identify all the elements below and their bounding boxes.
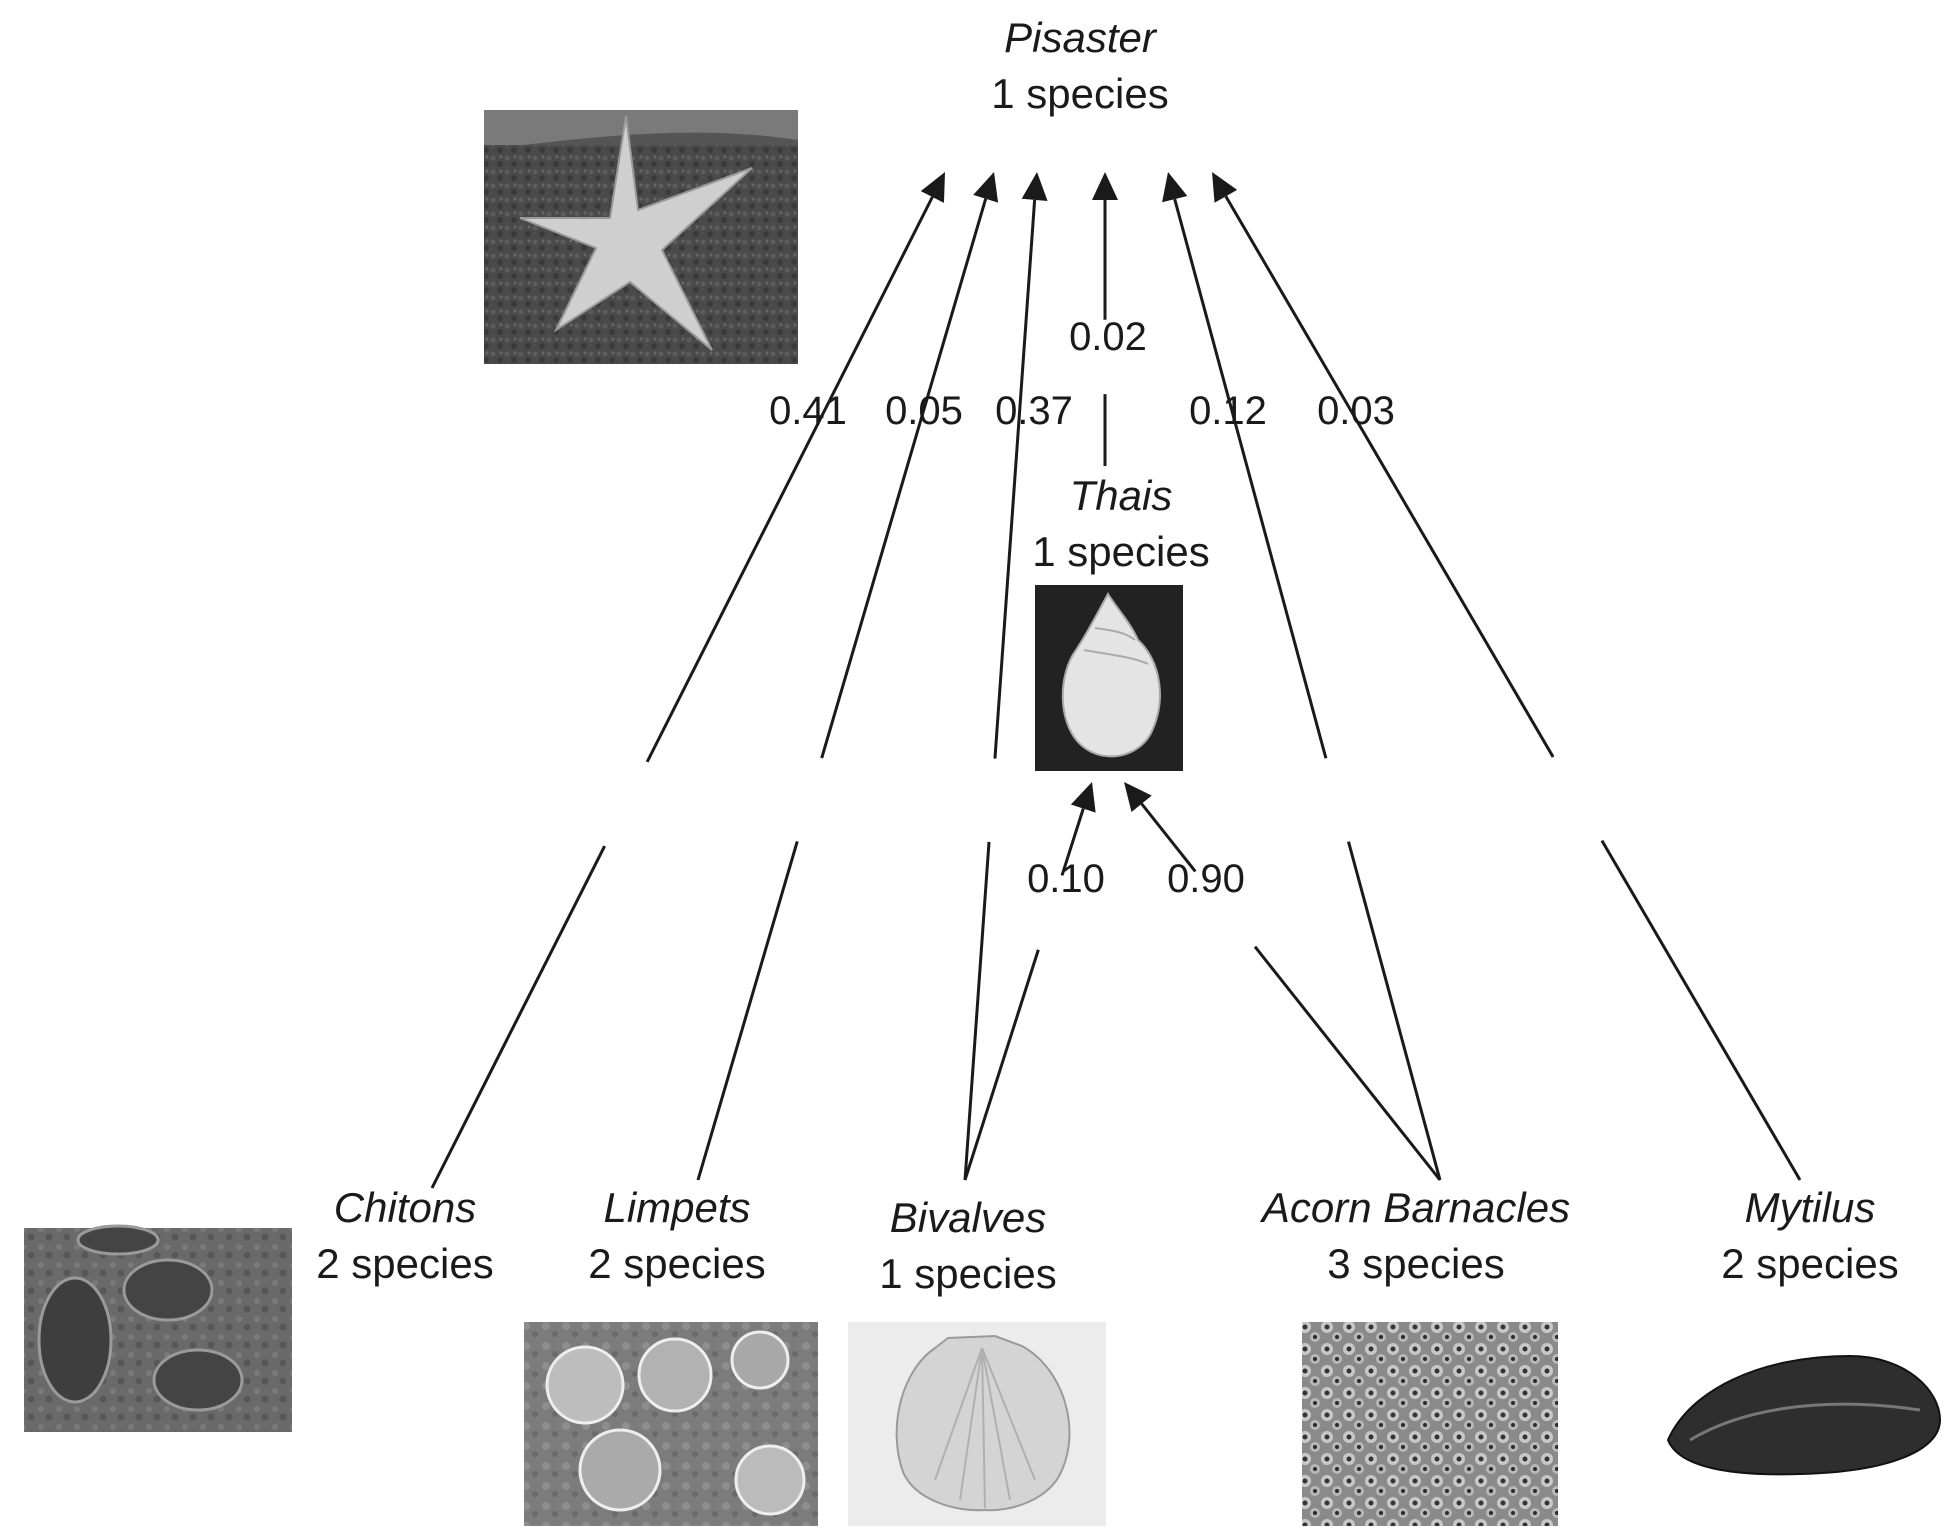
node-bivalves: Bivalves 1 species (879, 1194, 1056, 1297)
edge-line (1600, 839, 1802, 1181)
node-name: Acorn Barnacles (1259, 1184, 1570, 1231)
edge-mytilus-pisaster (1212, 172, 1802, 1181)
node-pisaster: Pisaster 1 species (991, 14, 1168, 117)
sea-star-photo (484, 110, 798, 364)
edge-line (1253, 945, 1442, 1181)
edge-barnacles-thais (1124, 782, 1442, 1181)
node-species-count: 2 species (1721, 1240, 1898, 1287)
node-name: Mytilus (1745, 1184, 1876, 1231)
arrowhead-icon (920, 172, 945, 203)
edge-line (1173, 198, 1328, 759)
edge-line (645, 196, 934, 763)
node-species-count: 1 species (879, 1250, 1056, 1297)
edge-bivalves-pisaster (963, 172, 1048, 1181)
arrowhead-icon (973, 172, 999, 203)
node-species-count: 1 species (991, 70, 1168, 117)
mussel-shell-photo (1666, 1354, 1942, 1476)
mussel-shell-icon (1666, 1354, 1942, 1476)
limpets-photo (524, 1322, 818, 1526)
node-name: Thais (1070, 472, 1173, 519)
edge-weight-limpets-pisaster: 0.05 (885, 389, 963, 433)
edge-line (963, 841, 991, 1181)
node-name: Bivalves (890, 1194, 1046, 1241)
edge-line (1347, 841, 1442, 1181)
node-acorn-barnacles: Acorn Barnacles 3 species (1259, 1184, 1570, 1287)
node-species-count: 2 species (316, 1240, 493, 1287)
whelk-shell-photo (1035, 585, 1183, 771)
edge-weight-mytilus-pisaster: 0.03 (1317, 389, 1395, 433)
arrowhead-icon (1162, 172, 1188, 203)
edge-line (696, 841, 799, 1181)
node-species-count: 3 species (1327, 1240, 1504, 1287)
edge-line (1060, 808, 1085, 876)
edge-thais-pisaster (1092, 172, 1118, 466)
node-name: Limpets (603, 1184, 750, 1231)
arrowhead-icon (1124, 782, 1152, 812)
edge-bivalves-thais (963, 782, 1096, 1181)
edge-limpets-pisaster (696, 172, 999, 1181)
edge-weight-barnacles-pisaster: 0.12 (1189, 389, 1267, 433)
edge-weight-thais-pisaster: 0.02 (1069, 315, 1147, 359)
edge-weight-bivalves-pisaster: 0.37 (995, 389, 1073, 433)
node-species-count: 1 species (1032, 528, 1209, 575)
node-chitons: Chitons 2 species (316, 1184, 493, 1287)
whelk-shell-icon (1061, 592, 1161, 758)
edge-line (430, 845, 606, 1189)
chitons-photo (24, 1224, 292, 1432)
node-limpets: Limpets 2 species (588, 1184, 765, 1287)
arrowhead-icon (1070, 782, 1096, 813)
edge-weight-barnacles-thais: 0.90 (1167, 857, 1245, 901)
edge-line (1224, 195, 1555, 758)
node-species-count: 2 species (588, 1240, 765, 1287)
arrowhead-icon (1212, 172, 1238, 203)
edge-line (820, 198, 988, 759)
node-name: Chitons (334, 1184, 476, 1231)
limpet-icon (545, 1345, 625, 1425)
edge-weight-chitons-pisaster: 0.41 (769, 389, 847, 433)
chiton-icon (37, 1276, 113, 1404)
node-name: Pisaster (1004, 14, 1158, 61)
sea-star-icon (519, 115, 753, 351)
edge-line (963, 949, 1040, 1181)
barnacles-photo (1302, 1322, 1558, 1526)
edge-barnacles-pisaster (1162, 172, 1442, 1181)
scallop-shell-photo (848, 1322, 1106, 1526)
arrowhead-icon (1092, 172, 1118, 200)
node-mytilus: Mytilus 2 species (1721, 1184, 1898, 1287)
node-thais: Thais 1 species (1032, 472, 1209, 575)
edge-weight-bivalves-thais: 0.10 (1027, 857, 1105, 901)
arrowhead-icon (1021, 172, 1048, 201)
edge-line (1140, 802, 1197, 873)
edge-line (993, 199, 1037, 759)
edge-chitons-pisaster (430, 172, 945, 1189)
